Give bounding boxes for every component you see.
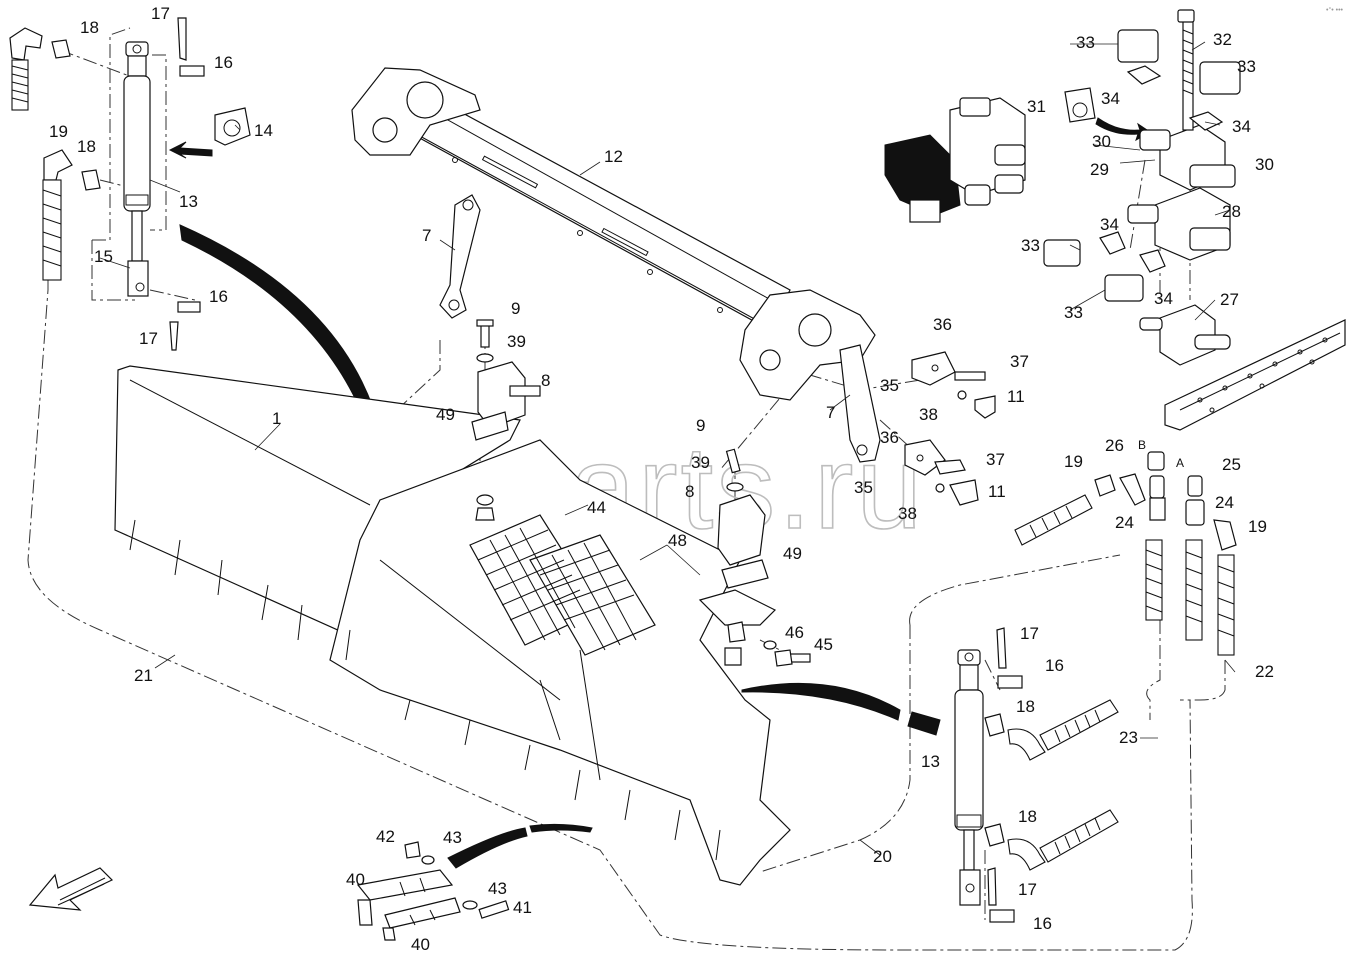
callout-36-b: 36 [880,428,899,447]
callout-8-upper: 8 [541,371,550,390]
callout-17-c: 17 [1020,624,1039,643]
callout-37-b: 37 [986,450,1005,469]
callout-30-a: 30 [1092,132,1111,151]
callout-34-b: 34 [1232,117,1251,136]
callout-18-b: 18 [77,137,96,156]
callout-labels: 1 7 7 8 8 9 9 11 11 12 13 13 14 15 16 16… [49,4,1274,954]
callout-7-upper: 7 [422,226,431,245]
callout-28: 28 [1222,202,1241,221]
callout-39-b: 39 [691,453,710,472]
callout-12: 12 [604,147,623,166]
callout-27: 27 [1220,290,1239,309]
cylinder-left [51,17,251,351]
bucket [114,365,791,886]
callout-19-c: 19 [1248,517,1267,536]
port-label-b: B [1138,438,1146,452]
boom-tube [351,67,876,401]
callout-21: 21 [134,666,153,685]
callout-31: 31 [1027,97,1046,116]
callout-7-lower: 7 [826,403,835,422]
callout-30-b: 30 [1255,155,1274,174]
cylinder-right [954,627,1023,923]
callout-18-a: 18 [80,18,99,37]
callout-18-c: 18 [1016,697,1035,716]
callout-49-a: 49 [436,405,455,424]
callout-16-d: 16 [1033,914,1052,933]
callout-36-a: 36 [933,315,952,334]
callout-19-a: 19 [49,122,68,141]
bucket-teeth [129,519,721,861]
callout-13-right: 13 [921,752,940,771]
callout-23: 23 [1119,728,1138,747]
callout-18-d: 18 [1018,807,1037,826]
fittings-right [1014,451,1237,656]
callout-37-a: 37 [1010,352,1029,371]
callout-49-b: 49 [783,544,802,563]
leader-lines [99,41,1236,856]
callout-26: 26 [1105,436,1124,455]
callout-42: 42 [376,827,395,846]
bucket-grille [469,514,656,656]
callout-43-a: 43 [443,828,462,847]
callout-38-b: 38 [898,504,917,523]
hoses-right-23 [1007,699,1119,871]
callout-8-lower: 8 [685,482,694,501]
callout-34-c: 34 [1100,215,1119,234]
callout-19-b: 19 [1064,452,1083,471]
callout-29: 29 [1090,160,1109,179]
callout-40-b: 40 [411,935,430,954]
control-valve-block [884,97,1026,223]
callout-14: 14 [254,121,273,140]
corner-mark: •°• ••• [1326,6,1344,14]
callout-15: 15 [94,247,113,266]
callout-41: 41 [513,898,532,917]
callout-44: 44 [587,498,606,517]
callout-35-b: 35 [854,478,873,497]
callout-16-b: 16 [209,287,228,306]
mount-brackets [471,319,769,666]
callout-20: 20 [873,847,892,866]
callout-33-b: 33 [1237,57,1256,76]
callout-17-d: 17 [1018,880,1037,899]
hoses-left [9,27,73,281]
callout-34-d: 34 [1154,289,1173,308]
pivot-hardware [763,351,996,667]
callout-43-b: 43 [488,879,507,898]
callout-22: 22 [1255,662,1274,681]
callout-46: 46 [785,623,804,642]
callout-38-a: 38 [919,405,938,424]
callout-11-lower: 11 [988,482,1006,501]
callout-16-a: 16 [214,53,233,72]
callout-48: 48 [668,531,687,550]
valve-bank [1043,9,1346,431]
callout-34-a: 34 [1101,89,1120,108]
bucket-wear-plates [356,841,510,941]
callout-13-left: 13 [179,192,198,211]
callout-16-c: 16 [1045,656,1064,675]
callout-1: 1 [272,409,281,428]
callout-40-a: 40 [346,870,365,889]
callout-17-b: 17 [139,329,158,348]
callout-39-a: 39 [507,332,526,351]
callout-33-c: 33 [1021,236,1040,255]
manifold-holes [1197,337,1328,413]
callout-33-a: 33 [1076,33,1095,52]
callout-9-lower: 9 [696,416,705,435]
callout-33-d: 33 [1064,303,1083,322]
callout-32: 32 [1213,30,1232,49]
callout-11-upper: 11 [1007,387,1025,406]
callout-25: 25 [1222,455,1241,474]
callout-17-a: 17 [151,4,170,23]
link-arms [439,194,881,463]
callout-45: 45 [814,635,833,654]
callout-24-b: 24 [1215,493,1234,512]
port-label-a: A [1176,456,1184,470]
callout-9-upper: 9 [511,299,520,318]
callout-35-a: 35 [880,376,899,395]
callout-24-a: 24 [1115,513,1134,532]
forward-direction-arrow [28,867,114,911]
